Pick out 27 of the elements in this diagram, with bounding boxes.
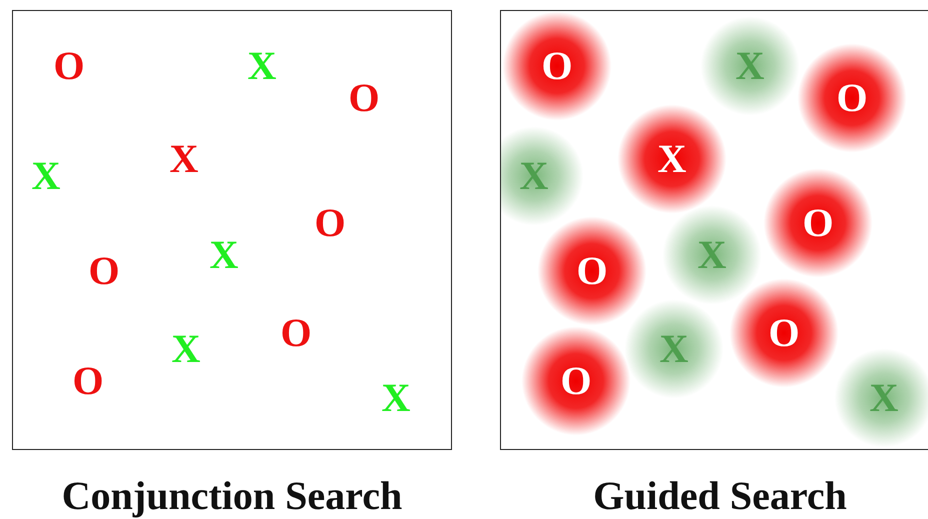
search-item: O (836, 78, 868, 118)
search-item: X (870, 378, 898, 418)
search-item: O (802, 203, 834, 243)
search-item: X (698, 235, 726, 275)
search-item: X (172, 329, 200, 369)
search-item: X (660, 329, 688, 369)
search-item: O (72, 361, 104, 401)
search-item: X (210, 235, 238, 275)
search-item: O (576, 251, 608, 291)
search-item: X (170, 139, 198, 179)
search-item: O (768, 313, 800, 353)
faded-glow (662, 205, 762, 305)
search-item: X (658, 139, 686, 179)
search-item: X (32, 156, 60, 196)
search-item: O (280, 313, 312, 353)
search-item: X (736, 46, 764, 86)
search-item: O (348, 78, 380, 118)
panel-caption: Conjunction Search (62, 474, 402, 518)
search-item: X (520, 156, 548, 196)
search-item: O (314, 203, 346, 243)
search-item: O (53, 46, 85, 86)
search-item: O (560, 361, 592, 401)
panel-caption: Guided Search (593, 474, 847, 518)
search-item: O (88, 251, 120, 291)
search-item: X (382, 378, 410, 418)
search-item: O (541, 46, 573, 86)
search-item: X (248, 46, 276, 86)
